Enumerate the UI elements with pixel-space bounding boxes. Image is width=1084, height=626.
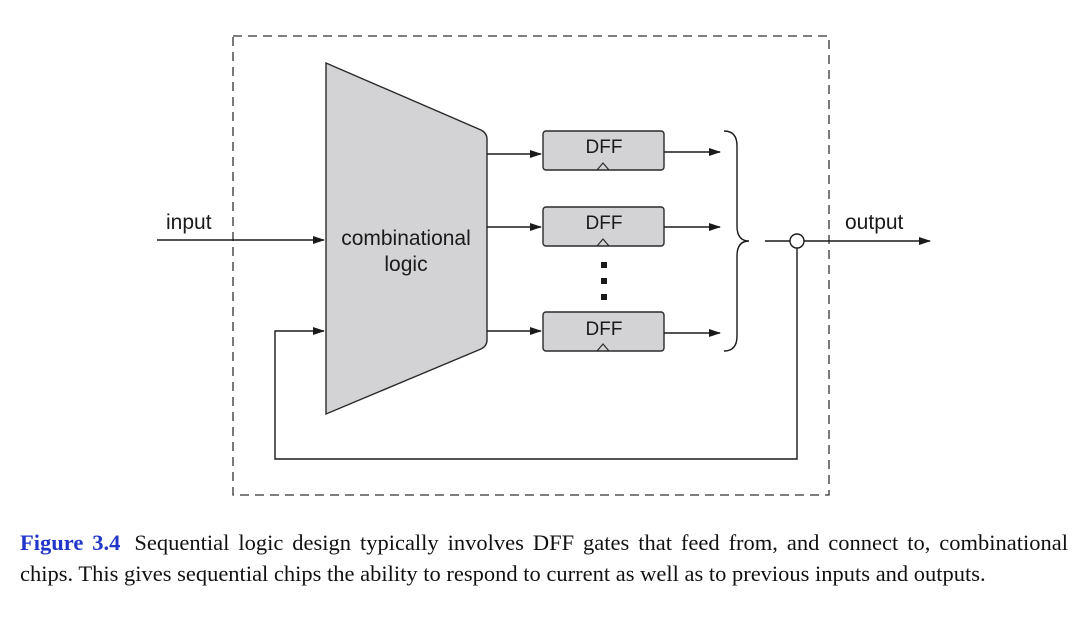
logic-label-line1: combinational [341,227,471,250]
chip-boundary [232,35,830,496]
dff-label: DFF [586,137,623,158]
dff-gate-2: DFF [542,206,665,247]
sequential-logic-diagram: combinational logic input DFF DFF DFF ou… [157,35,931,496]
figure-number: Figure 3.4 [20,530,121,555]
output-brace [723,130,750,352]
dff-gate-1: DFF [542,130,665,171]
junction-node [789,233,805,249]
input-label: input [166,211,212,234]
dff-label: DFF [586,319,623,340]
clock-triangle-icon [596,343,610,352]
caption-text: Sequential logic design typically involv… [20,530,1069,586]
clock-triangle-icon [596,162,610,171]
clock-triangle-icon [596,238,610,247]
ellipsis-dots [601,262,607,300]
feedback-loop-arrow [274,248,798,460]
dff-label: DFF [586,213,623,234]
dff-gate-3: DFF [542,311,665,352]
combinational-logic-block [325,61,488,416]
logic-label-line2: logic [384,253,427,276]
output-label: output [845,211,904,234]
